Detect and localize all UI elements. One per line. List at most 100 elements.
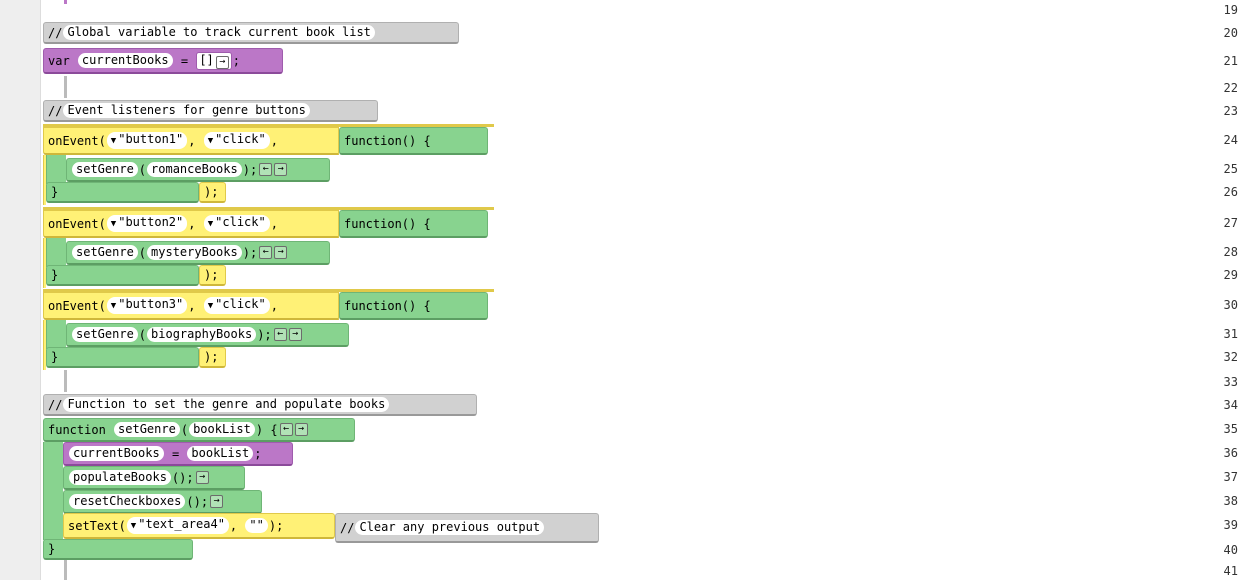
comma: , bbox=[270, 298, 278, 313]
callback-body-rail bbox=[46, 238, 66, 267]
call-args: (); bbox=[171, 470, 194, 485]
comment-text[interactable]: Clear any previous output bbox=[355, 520, 545, 535]
shrink-arrow-icon[interactable]: ← bbox=[259, 246, 273, 259]
variable-field[interactable]: currentBooks bbox=[69, 446, 164, 461]
line-number: 39 bbox=[1223, 518, 1238, 532]
equals-sign: = bbox=[171, 446, 180, 461]
event-type-dropdown[interactable]: ▼"click" bbox=[203, 297, 270, 314]
function-header: function() { bbox=[344, 298, 431, 313]
function-name-field[interactable]: setGenre bbox=[72, 162, 138, 177]
expand-arrow-icon[interactable]: → bbox=[274, 163, 288, 176]
shrink-arrow-icon[interactable]: ← bbox=[279, 423, 293, 436]
onevent-block[interactable]: onEvent( ▼"button2" , ▼"click" , bbox=[43, 210, 339, 238]
comma: , bbox=[229, 518, 238, 533]
event-frame-top bbox=[43, 289, 494, 292]
shrink-arrow-icon[interactable]: ← bbox=[273, 328, 287, 341]
resetcheckboxes-call-block[interactable]: resetCheckboxes (); → bbox=[63, 490, 262, 514]
var-declaration-block[interactable]: var currentBooks = []→ ; bbox=[43, 48, 283, 74]
settext-call-block[interactable]: setText( ▼"text_area4" , "" ); bbox=[63, 513, 335, 539]
dropdown-triangle-icon[interactable]: ▼ bbox=[207, 219, 214, 229]
argument-field[interactable]: romanceBooks bbox=[147, 162, 242, 177]
expand-arrow-icon[interactable]: → bbox=[195, 471, 209, 484]
comment-text[interactable]: Global variable to track current book li… bbox=[63, 25, 375, 40]
event-type-dropdown[interactable]: ▼"click" bbox=[203, 215, 270, 232]
function-header: function() { bbox=[344, 216, 431, 231]
onevent-close-block[interactable]: ); bbox=[199, 182, 226, 203]
event-frame-left bbox=[43, 155, 46, 205]
line-number: 21 bbox=[1223, 54, 1238, 68]
line-number: 29 bbox=[1223, 268, 1238, 282]
expand-arrow-icon[interactable]: → bbox=[215, 55, 229, 69]
comma: , bbox=[188, 298, 196, 313]
function-name-field[interactable]: setGenre bbox=[72, 327, 138, 342]
setgenre-call-block[interactable]: setGenre (mysteryBooks); ←→ bbox=[66, 241, 330, 265]
onevent-block[interactable]: onEvent( ▼"button1" , ▼"click" , bbox=[43, 127, 339, 155]
dropdown-triangle-icon[interactable]: ▼ bbox=[110, 136, 117, 146]
shrink-arrow-icon[interactable]: ← bbox=[259, 163, 273, 176]
onevent-close-block[interactable]: ); bbox=[199, 265, 226, 286]
event-frame-left bbox=[43, 320, 46, 370]
onevent-close-block[interactable]: ); bbox=[199, 347, 226, 368]
function-close-block[interactable]: } bbox=[43, 539, 193, 560]
element-id-dropdown[interactable]: ▼"text_area4" bbox=[126, 517, 229, 534]
onevent-block[interactable]: onEvent( ▼"button3" , ▼"click" , bbox=[43, 292, 339, 320]
call-args: (); bbox=[186, 494, 209, 509]
comment-text[interactable]: Function to set the genre and populate b… bbox=[63, 397, 390, 412]
expand-arrow-icon[interactable]: → bbox=[210, 495, 224, 508]
settext-call: setText( bbox=[68, 518, 126, 533]
expand-arrow-icon[interactable]: → bbox=[274, 246, 288, 259]
line-number: 23 bbox=[1223, 104, 1238, 118]
setgenre-call-block[interactable]: setGenre (romanceBooks); ←→ bbox=[66, 158, 330, 182]
function-definition-block[interactable]: function setGenre (bookList) { ←→ bbox=[43, 418, 355, 442]
argument-field[interactable]: mysteryBooks bbox=[147, 245, 242, 260]
comment-slash: // bbox=[48, 103, 63, 118]
dropdown-triangle-icon[interactable]: ▼ bbox=[130, 521, 137, 531]
populatebooks-call-block[interactable]: populateBooks (); → bbox=[63, 466, 245, 490]
function-name-field[interactable]: setGenre bbox=[114, 422, 180, 437]
function-keyword: function bbox=[48, 422, 106, 437]
dropdown-triangle-icon[interactable]: ▼ bbox=[207, 301, 214, 311]
close-paren: ); bbox=[204, 268, 219, 282]
comma: , bbox=[270, 133, 278, 148]
function-close-block[interactable]: } bbox=[46, 182, 199, 203]
variable-name-field[interactable]: currentBooks bbox=[77, 53, 173, 68]
close-paren: ); bbox=[204, 185, 219, 199]
line-number: 30 bbox=[1223, 298, 1238, 312]
inline-comment-block[interactable]: // Clear any previous output bbox=[335, 513, 599, 543]
event-frame-top bbox=[43, 207, 494, 210]
function-close-block[interactable]: } bbox=[46, 265, 199, 286]
comment-block[interactable]: // Event listeners for genre buttons bbox=[43, 100, 378, 122]
event-type-dropdown[interactable]: ▼"click" bbox=[203, 132, 270, 149]
line-number: 37 bbox=[1223, 470, 1238, 484]
element-id-dropdown[interactable]: ▼"button1" bbox=[106, 132, 188, 149]
assignment-block[interactable]: currentBooks = bookList; bbox=[63, 442, 293, 466]
dropdown-triangle-icon[interactable]: ▼ bbox=[207, 136, 214, 146]
comment-block[interactable]: // Global variable to track current book… bbox=[43, 22, 459, 44]
setgenre-call-block[interactable]: setGenre (biographyBooks); ←→ bbox=[66, 323, 349, 347]
element-id-dropdown[interactable]: ▼"button2" bbox=[106, 215, 188, 232]
dropdown-triangle-icon[interactable]: ▼ bbox=[110, 301, 117, 311]
semicolon: ; bbox=[232, 53, 241, 68]
line-number: 20 bbox=[1223, 26, 1238, 40]
close-paren: ); bbox=[268, 518, 284, 533]
argument-field[interactable]: biographyBooks bbox=[147, 327, 257, 342]
onevent-call: onEvent( bbox=[48, 133, 106, 148]
function-close-block[interactable]: } bbox=[46, 347, 199, 368]
array-literal-value[interactable]: []→ bbox=[196, 51, 232, 70]
callback-function-block[interactable]: function() { bbox=[339, 210, 488, 238]
text-value-field[interactable]: "" bbox=[245, 518, 268, 533]
function-name-field[interactable]: resetCheckboxes bbox=[69, 494, 186, 509]
comment-text[interactable]: Event listeners for genre buttons bbox=[63, 103, 310, 118]
function-name-field[interactable]: setGenre bbox=[72, 245, 138, 260]
parameter-field[interactable]: bookList bbox=[189, 422, 255, 437]
comment-block[interactable]: // Function to set the genre and populat… bbox=[43, 394, 477, 416]
value-field[interactable]: bookList bbox=[187, 446, 254, 461]
dropdown-triangle-icon[interactable]: ▼ bbox=[110, 219, 117, 229]
element-id-dropdown[interactable]: ▼"button3" bbox=[106, 297, 188, 314]
callback-function-block[interactable]: function() { bbox=[339, 292, 488, 320]
expand-arrow-icon[interactable]: → bbox=[294, 423, 308, 436]
callback-function-block[interactable]: function() { bbox=[339, 127, 488, 155]
expand-arrow-icon[interactable]: → bbox=[288, 328, 302, 341]
line-number: 40 bbox=[1223, 543, 1238, 557]
function-name-field[interactable]: populateBooks bbox=[69, 470, 171, 485]
